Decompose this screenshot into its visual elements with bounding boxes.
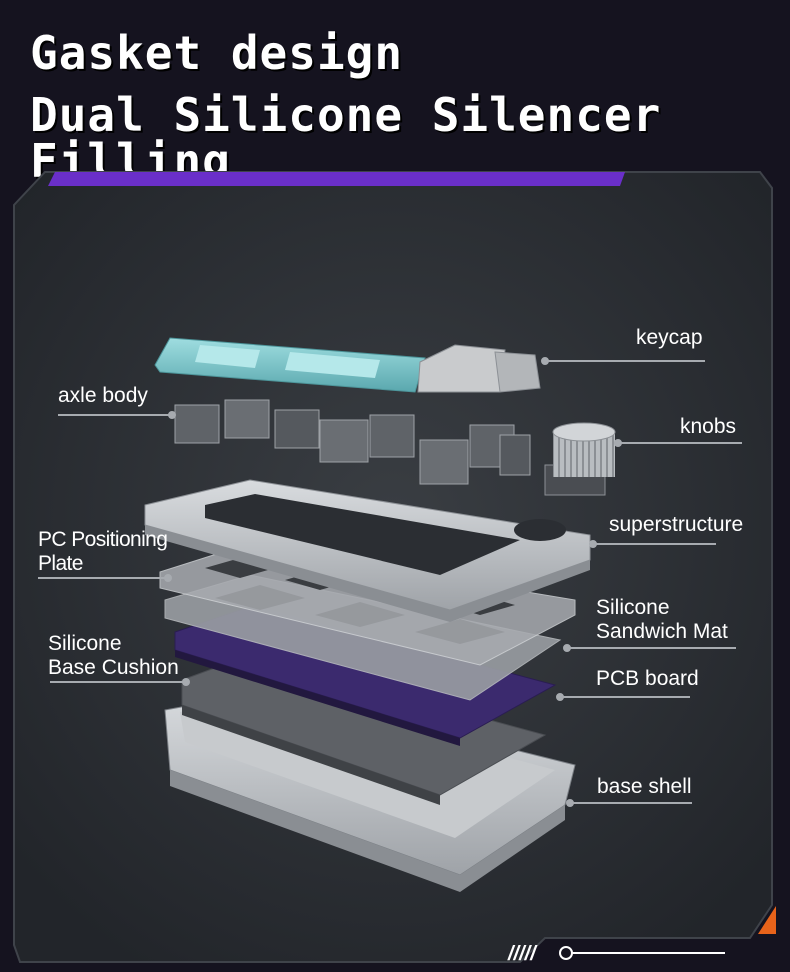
label-knobs: knobs bbox=[680, 415, 737, 438]
accent-bar-purple bbox=[48, 172, 625, 186]
label-base-cushion-line-2: Base Cushion bbox=[48, 656, 179, 679]
leader-lines bbox=[38, 357, 742, 807]
label-silicone-mat-line-2: Sandwich Mat bbox=[596, 620, 728, 643]
label-keycap: keycap bbox=[636, 326, 703, 349]
footer-circle-icon bbox=[559, 946, 573, 960]
title-line-1: Gasket design bbox=[30, 26, 404, 80]
keycap-part bbox=[154, 337, 541, 393]
label-superstructure: superstructure bbox=[609, 513, 744, 536]
accent-corner-orange bbox=[758, 906, 776, 934]
title-line-2: Dual Silicone Silencer Filling bbox=[30, 88, 662, 188]
footer-slashes: ///// bbox=[507, 943, 538, 965]
label-axle-body: axle body bbox=[58, 384, 148, 407]
switches-part bbox=[174, 399, 531, 485]
label-pcb-board: PCB board bbox=[596, 667, 699, 690]
label-pc-plate-line-1: PC Positioning bbox=[38, 528, 168, 551]
superstructure-part bbox=[144, 479, 591, 622]
label-base-shell: base shell bbox=[597, 775, 692, 798]
label-pc-plate-line-2: Plate bbox=[38, 552, 83, 575]
label-silicone-mat-line-1: Silicone bbox=[596, 596, 670, 619]
label-base-cushion-line-1: Silicone bbox=[48, 632, 122, 655]
knob-part bbox=[544, 422, 616, 496]
